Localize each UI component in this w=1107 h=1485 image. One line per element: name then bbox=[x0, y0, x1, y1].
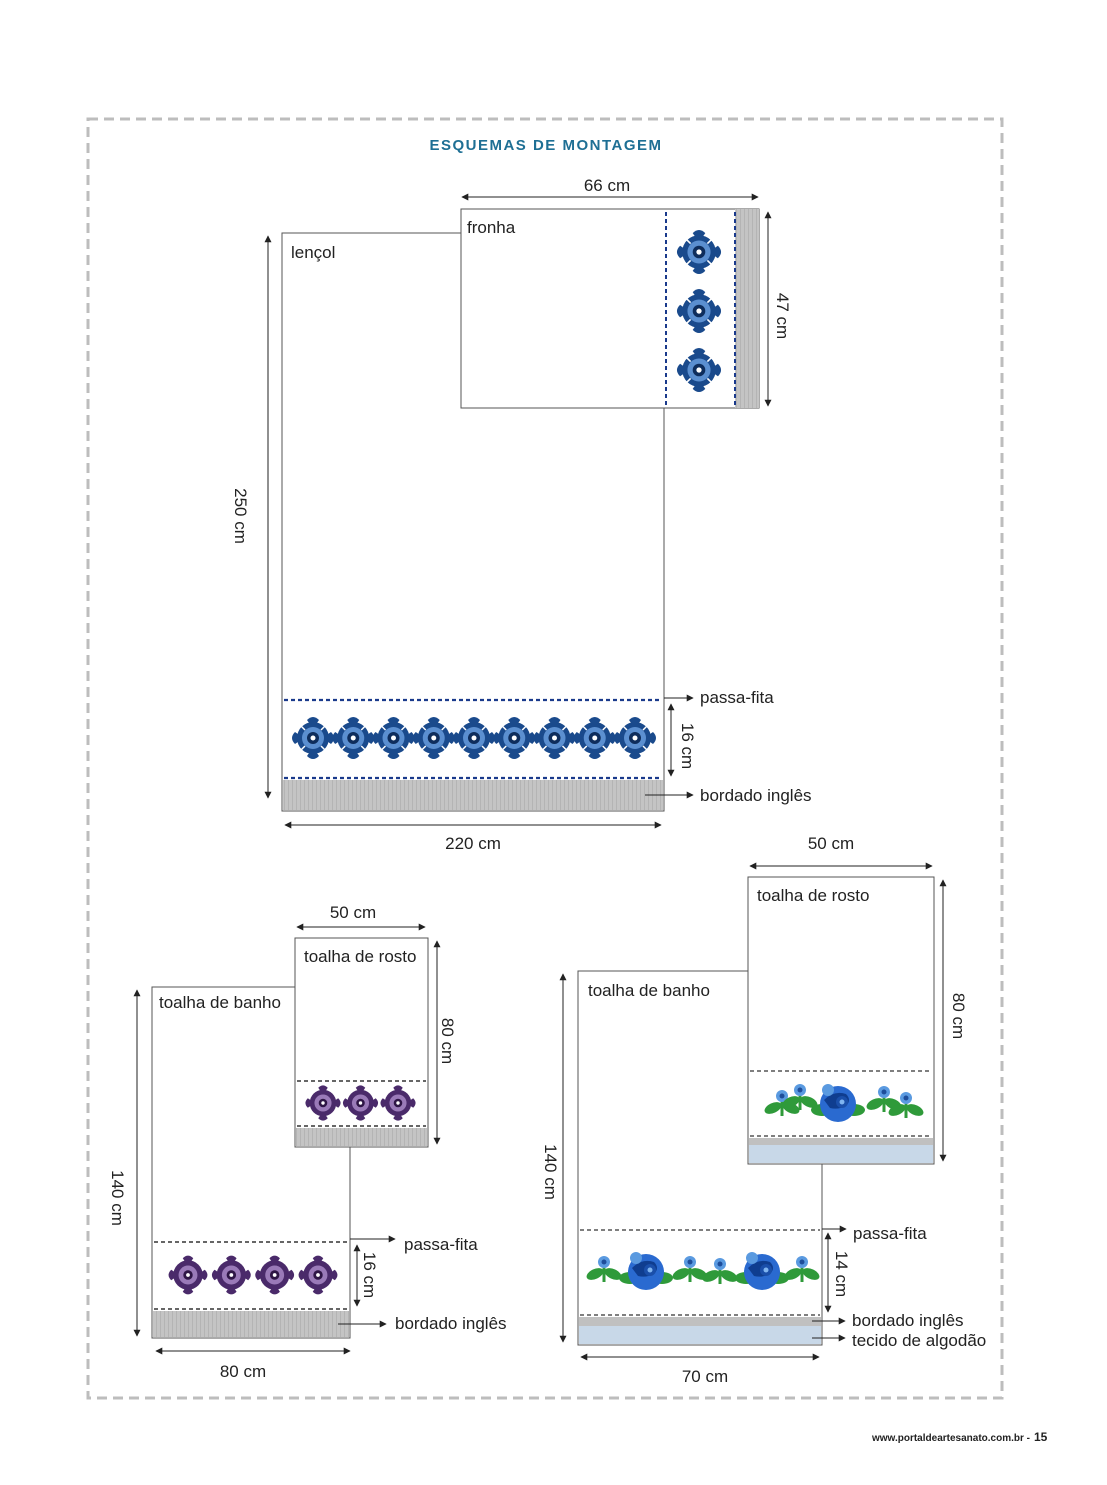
bordado-label-2: bordado inglês bbox=[395, 1314, 507, 1333]
bordado-label: bordado inglês bbox=[700, 786, 812, 805]
lencol-label: lençol bbox=[291, 243, 335, 262]
fronha-label: fronha bbox=[467, 218, 516, 237]
rosto-label-3: toalha de rosto bbox=[757, 886, 869, 905]
banho3-band-label: 14 cm bbox=[832, 1251, 851, 1297]
lencol-bordado-strip bbox=[283, 780, 663, 810]
fronha-motif-group bbox=[676, 229, 722, 393]
banho3-height-label: 140 cm bbox=[541, 1144, 560, 1200]
footer-url: www.portaldeartesanato.com.br - bbox=[871, 1433, 1030, 1444]
banho-height-label: 140 cm bbox=[108, 1170, 127, 1226]
diagram-toalhas-floral: toalha de rosto toalha de banho bbox=[541, 834, 986, 1386]
fronha-bordado-strip bbox=[735, 209, 759, 408]
banho-bordado-strip bbox=[153, 1311, 349, 1337]
page-number: 15 bbox=[1034, 1430, 1048, 1444]
lencol-height-label: 250 cm bbox=[231, 488, 250, 544]
banho-label-3: toalha de banho bbox=[588, 981, 710, 1000]
rosto3-height-label: 80 cm bbox=[949, 993, 968, 1039]
algodao-label: tecido de algodão bbox=[852, 1331, 986, 1350]
bordado-label-3: bordado inglês bbox=[852, 1311, 964, 1330]
page-frame bbox=[86, 117, 1004, 1400]
rosto3-width-label: 50 cm bbox=[808, 834, 854, 853]
rosto-bordado-strip bbox=[296, 1128, 427, 1146]
rosto-label: toalha de rosto bbox=[304, 947, 416, 966]
rosto-width-label: 50 cm bbox=[330, 903, 376, 922]
passa-fita-label-3: passa-fita bbox=[853, 1224, 927, 1243]
lencol-band-label: 16 cm bbox=[678, 723, 697, 769]
rosto3-bordado-strip bbox=[749, 1138, 933, 1145]
passa-fita-label-2: passa-fita bbox=[404, 1235, 478, 1254]
banho3-bordado-strip bbox=[579, 1317, 821, 1326]
banho-width-label: 80 cm bbox=[220, 1362, 266, 1381]
lencol-width-label: 220 cm bbox=[445, 834, 501, 853]
banho-band-label: 16 cm bbox=[360, 1252, 379, 1298]
rosto3-algodao-strip bbox=[749, 1145, 933, 1163]
fronha-height-label: 47 cm bbox=[773, 293, 792, 339]
banho3-algodao-strip bbox=[579, 1326, 821, 1344]
passa-fita-label: passa-fita bbox=[700, 688, 774, 707]
banho-label: toalha de banho bbox=[159, 993, 281, 1012]
diagram-lencol-fronha: fronha lençol 66 cm 47 cm 250 cm 220 cm … bbox=[231, 176, 812, 853]
rosto-motif-group bbox=[305, 1085, 416, 1121]
page-title: ESQUEMAS DE MONTAGEM bbox=[429, 137, 662, 154]
rosto-height-label: 80 cm bbox=[438, 1018, 457, 1064]
diagram-toalhas-purple: toalha de rosto toalha de banho 50 cm 80… bbox=[108, 903, 507, 1381]
fronha-width-label: 66 cm bbox=[584, 176, 630, 195]
banho3-width-label: 70 cm bbox=[682, 1367, 728, 1386]
